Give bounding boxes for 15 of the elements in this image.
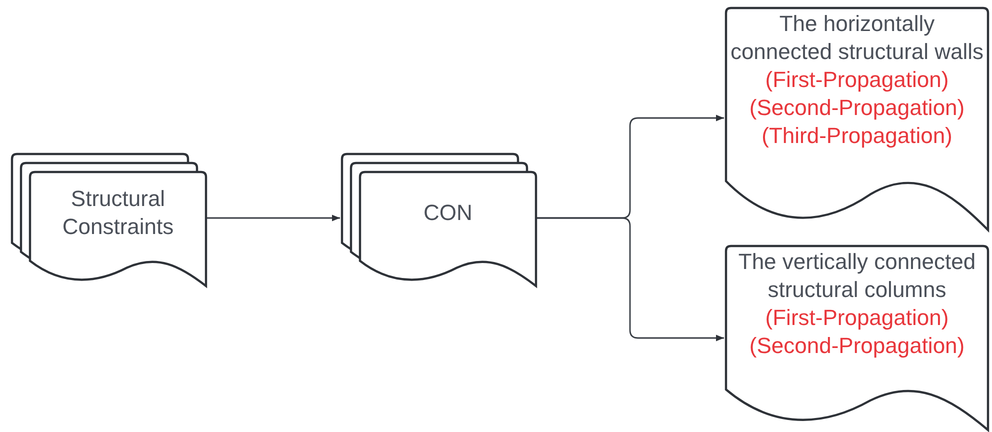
node-label: (First-Propagation) (765, 304, 949, 332)
node-label: (Third-Propagation) (762, 122, 952, 150)
document-shape (726, 246, 988, 430)
document-shape (726, 8, 988, 230)
node-label: (Second-Propagation) (749, 94, 965, 122)
arrow (536, 217, 724, 342)
node-label: The horizontally connected structural walls (729, 10, 985, 66)
node-label: CON (424, 199, 472, 228)
node-label: The vertically connected structural columns (737, 248, 977, 304)
multi-document-shape (342, 154, 536, 286)
node-label: (Second-Propagation) (749, 332, 965, 360)
node-label: Structural Constraints (61, 185, 175, 242)
node-label: (First-Propagation) (765, 66, 949, 94)
multi-document-shape (12, 154, 206, 286)
arrow (206, 214, 340, 222)
